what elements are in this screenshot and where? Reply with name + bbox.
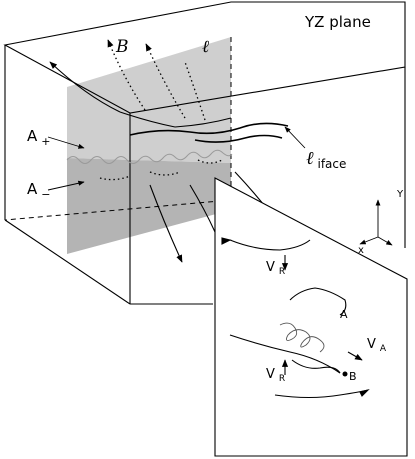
b-label: B bbox=[115, 37, 129, 57]
axis-x-label: x bbox=[358, 245, 364, 256]
interface-wave bbox=[66, 149, 233, 164]
panel-arrow-ends bbox=[221, 237, 370, 397]
plane-label: YZ plane bbox=[304, 13, 371, 31]
velocity-arrows bbox=[281, 255, 363, 375]
point-a-label: A bbox=[340, 308, 348, 321]
point-b-marker bbox=[342, 371, 348, 377]
coord-axes bbox=[359, 199, 393, 246]
ell-iface-label: ℓ iface bbox=[306, 148, 346, 171]
a-labels-pointers bbox=[47, 136, 85, 191]
ell-iface-pointer bbox=[284, 126, 306, 149]
box-outline bbox=[3, 1, 406, 305]
helix bbox=[279, 322, 325, 353]
lower-dotted-curves bbox=[99, 159, 223, 181]
ell-label: ℓ bbox=[202, 37, 209, 57]
interface-lines-solid bbox=[129, 122, 289, 143]
panel-points bbox=[342, 371, 348, 377]
va-label: V A bbox=[367, 335, 387, 354]
field-line-arrow-heads bbox=[107, 39, 152, 52]
cut-panel bbox=[214, 177, 408, 457]
a-plus-label: A + bbox=[27, 127, 50, 148]
point-b-label: B bbox=[349, 370, 357, 383]
vr-bottom-label: V R bbox=[266, 365, 285, 384]
yz-plane-lower bbox=[67, 158, 231, 254]
field-lines-dotted bbox=[109, 44, 206, 121]
field-lines-upper bbox=[49, 61, 232, 128]
panel-lines bbox=[229, 239, 369, 399]
a-minus-label: A − bbox=[27, 180, 50, 201]
vr-top-label: V R bbox=[266, 258, 285, 277]
axis-y-label: Y bbox=[396, 189, 404, 200]
